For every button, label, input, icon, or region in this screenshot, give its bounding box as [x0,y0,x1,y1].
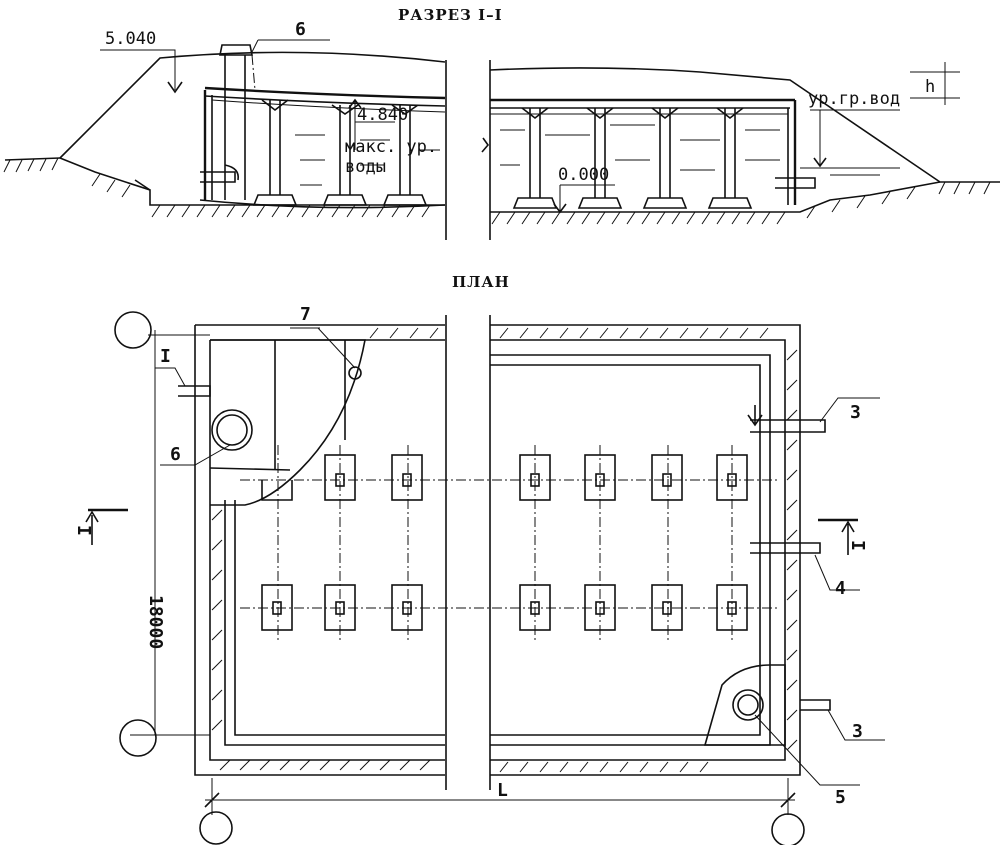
tank-roof-left-inner [204,95,446,107]
excavation-step-left [134,179,151,191]
plan-wall-left-outer [194,325,445,776]
elev-top-text: 5.040 [105,29,156,49]
tank-roof-left [204,86,446,100]
roof-cutaway-line-h [209,467,291,471]
pipe-3-bottom [800,699,831,711]
plan-view: ПЛАН 7 6 I 1 [73,273,885,845]
section-mark-left: I [73,525,94,536]
columns-left [252,99,428,206]
section-mark-pipe: I [160,346,171,367]
elev-0000-arrow [553,203,567,214]
section-mark-right-arrow [841,520,855,555]
plan-wall-right-inner3 [490,364,761,736]
dim-l-ext [211,778,789,815]
dim-18000-ext [130,334,210,736]
plan-title: ПЛАН [452,273,510,291]
columns-right [512,107,753,209]
chamber-5 [703,664,786,746]
callout-4-leader [814,554,860,591]
bottom-hatch-right [491,186,916,225]
pipe-4 [750,542,821,554]
manhole-dash [251,54,256,91]
callout-6-plan-leader [160,444,231,466]
excavation-right [490,181,941,213]
column-footings [240,445,780,640]
item-7-circle [348,366,362,380]
bottom-hatch-left [91,173,431,218]
plan-hatch-right [499,327,798,773]
axis-bubble-bottom-left [119,719,157,757]
ground-hatch-right [938,181,991,195]
pipe-left-section [200,171,236,183]
plan-hatch-top-left [369,327,439,339]
elev-4840-arrow [348,98,362,109]
pipe-left-bend [224,164,240,181]
max-water-label-2: воды [345,157,386,177]
callout-6-leader-section [251,39,259,53]
dim-18000-text: 18000 [145,595,166,649]
break-lines-plan [445,315,491,790]
pipe-3-top-bend [747,405,763,427]
callout-6-plan: 6 [170,444,181,465]
plan-wall-right-inner2 [490,354,771,746]
tank-roof-left-line [211,99,446,113]
item-5-outer [732,689,764,721]
callout-3a-leader [819,397,880,423]
callout-4: 4 [835,578,846,599]
h-text: h [925,77,935,97]
item-6-inner [216,414,248,446]
callout-3a: 3 [850,402,861,423]
max-water-label-1: макс. ур. [345,137,437,157]
plan-wall-left-inner2 [224,500,445,746]
callout-5: 5 [835,787,846,808]
section-mark-left-pipe-leader [155,367,186,387]
pipe-3-top [750,419,826,433]
h-dimension [910,62,960,105]
callout-7: 7 [300,304,311,325]
roof-cutaway [210,339,366,506]
groundwater-arrow [813,157,827,168]
section-view: РАЗРЕЗ I–I 6 5.040 [3,6,1000,240]
elev-5040-leader [100,49,176,90]
callout-6-section: 6 [295,19,306,40]
roof-cutaway-lines [274,340,346,470]
plan-wall-right-outer [490,324,801,776]
callout-3b: 3 [852,721,863,742]
plan-wall-right-inner [490,339,786,761]
elev-5040-arrow [167,81,183,94]
item-6-outer [211,409,253,451]
section-mark-right: I [847,540,868,551]
section-mark-left-arrow [85,510,99,545]
elev-max-water-text: 4.840 [357,105,408,125]
manhole-shaft [224,55,246,200]
pipe-right-section [775,177,816,189]
plan-hatch-bottom-left [211,509,431,771]
water-lines-right [500,124,780,171]
ground-hatch-left [3,157,59,173]
plan-wall-left-inner3 [234,500,445,736]
pipe-left-plan [178,385,211,397]
break-mark [481,137,490,153]
ground-line-left [4,157,61,161]
dim-l-text: L [497,780,508,801]
callout-7-leader [317,327,356,369]
axis-bubble-top-left [114,311,152,349]
elev-bottom-text: 0.000 [558,165,609,185]
tank-floor-left [199,199,446,209]
groundwater-lines [800,167,900,176]
axis-bubble-bottom-2 [771,813,805,845]
groundwater-text: ур.гр.вод [808,89,900,109]
embankment-right [489,67,1000,183]
dim-l-ticks [204,792,796,808]
axis-bubble-bottom-1 [199,811,233,845]
break-lines-section [445,60,491,240]
callout-3b-leader [827,709,885,741]
plan-wall-left-inner [209,340,445,761]
callout-5-leader [754,714,860,786]
section-title: РАЗРЕЗ I–I [398,6,503,24]
water-lines-left [295,134,440,186]
embankment-left [59,51,446,159]
item-5-inner [737,694,759,716]
